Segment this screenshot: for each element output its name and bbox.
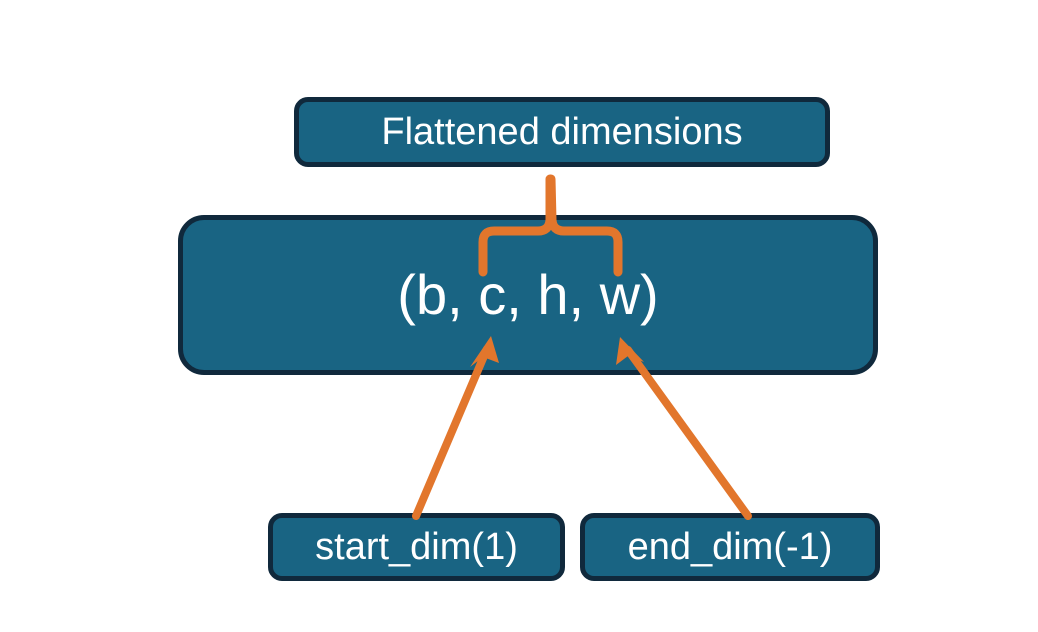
node-flattened-dimensions[interactable]: Flattened dimensions — [294, 97, 830, 167]
node-start-dim-label: start_dim(1) — [315, 526, 518, 568]
node-flattened-dimensions-label: Flattened dimensions — [381, 111, 743, 153]
node-start-dim[interactable]: start_dim(1) — [268, 513, 565, 581]
node-tensor-shape-label: (b, c, h, w) — [397, 263, 659, 326]
node-end-dim-label: end_dim(-1) — [627, 526, 833, 568]
node-tensor-shape[interactable]: (b, c, h, w) — [178, 215, 878, 375]
node-end-dim[interactable]: end_dim(-1) — [580, 513, 880, 581]
